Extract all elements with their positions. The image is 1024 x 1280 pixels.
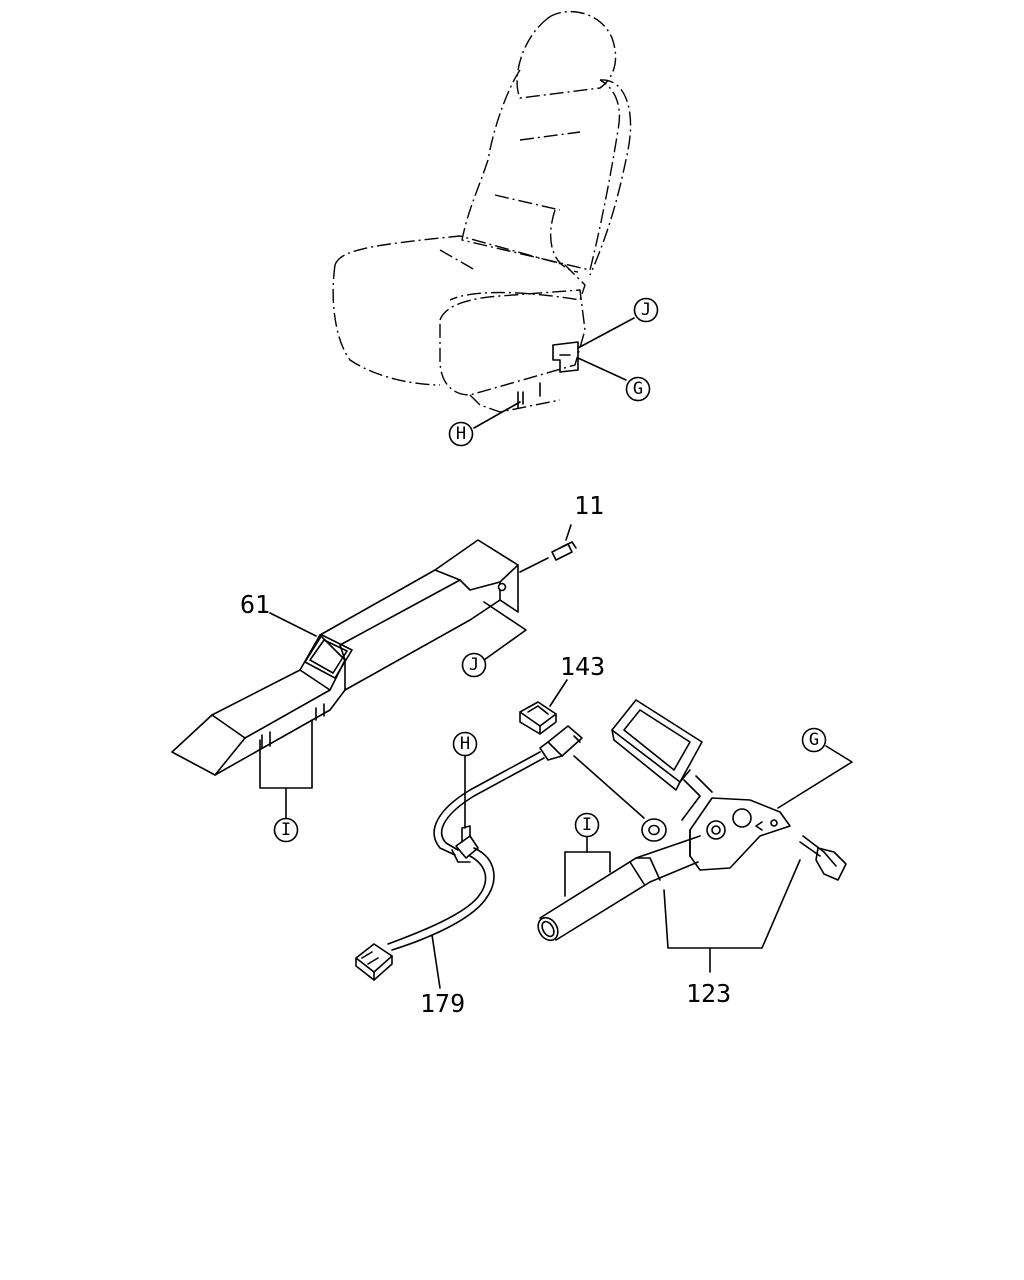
svg-text:J: J <box>641 300 651 320</box>
part-number-179: 179 <box>420 989 465 1018</box>
svg-text:H: H <box>456 424 466 444</box>
cable-harness-179 <box>355 725 583 981</box>
callout-I-tube: I <box>574 812 600 838</box>
callout-I-left: I <box>273 817 299 843</box>
callout-G-top: G <box>625 376 651 402</box>
clip-143 <box>519 701 557 735</box>
bolt-11 <box>519 541 577 573</box>
part-number-143: 143 <box>560 652 605 681</box>
svg-text:I: I <box>281 820 291 840</box>
svg-text:H: H <box>460 734 470 754</box>
bolt-123 <box>799 835 847 881</box>
seat-illustration <box>332 11 632 413</box>
callout-J-mid: J <box>461 652 487 678</box>
part-number-123: 123 <box>686 979 731 1008</box>
svg-text:G: G <box>633 379 643 399</box>
part-number-11: 11 <box>574 491 604 520</box>
callout-H-top: H <box>448 421 474 447</box>
callout-G-right: G <box>801 727 827 753</box>
part-number-61: 61 <box>240 590 270 619</box>
armrest-bracket <box>171 539 519 776</box>
seat-belt-buckle-123 <box>537 699 791 942</box>
svg-text:G: G <box>809 730 819 750</box>
svg-text:J: J <box>469 655 479 675</box>
callout-H-cable: H <box>452 731 478 757</box>
svg-text:I: I <box>582 815 592 835</box>
callout-J-top: J <box>633 297 659 323</box>
